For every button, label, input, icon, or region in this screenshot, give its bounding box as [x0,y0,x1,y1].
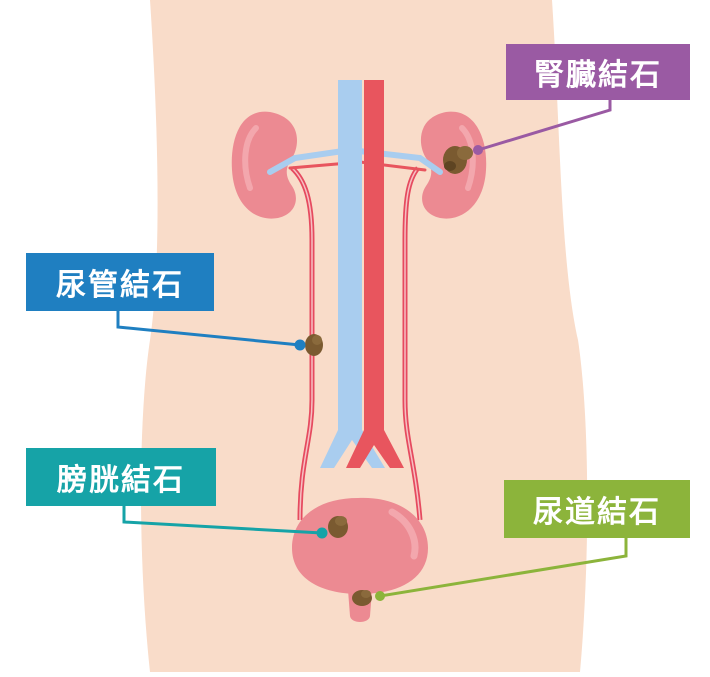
urethra-stone-label: 尿道結石 [504,480,690,538]
kidney-leader-dot [473,145,483,155]
ureter-stone [305,334,323,356]
ureter-stone-label: 尿管結石 [26,253,214,311]
bladder-stone [328,516,348,538]
urethra-stone [352,590,372,606]
urethra-leader-dot [375,591,385,601]
ureter-leader-dot [295,340,306,351]
bladder-stone-label: 膀胱結石 [26,448,216,506]
kidney-stone-label: 腎臓結石 [506,44,690,100]
bladder [292,498,428,594]
bladder-leader-dot [317,528,328,539]
